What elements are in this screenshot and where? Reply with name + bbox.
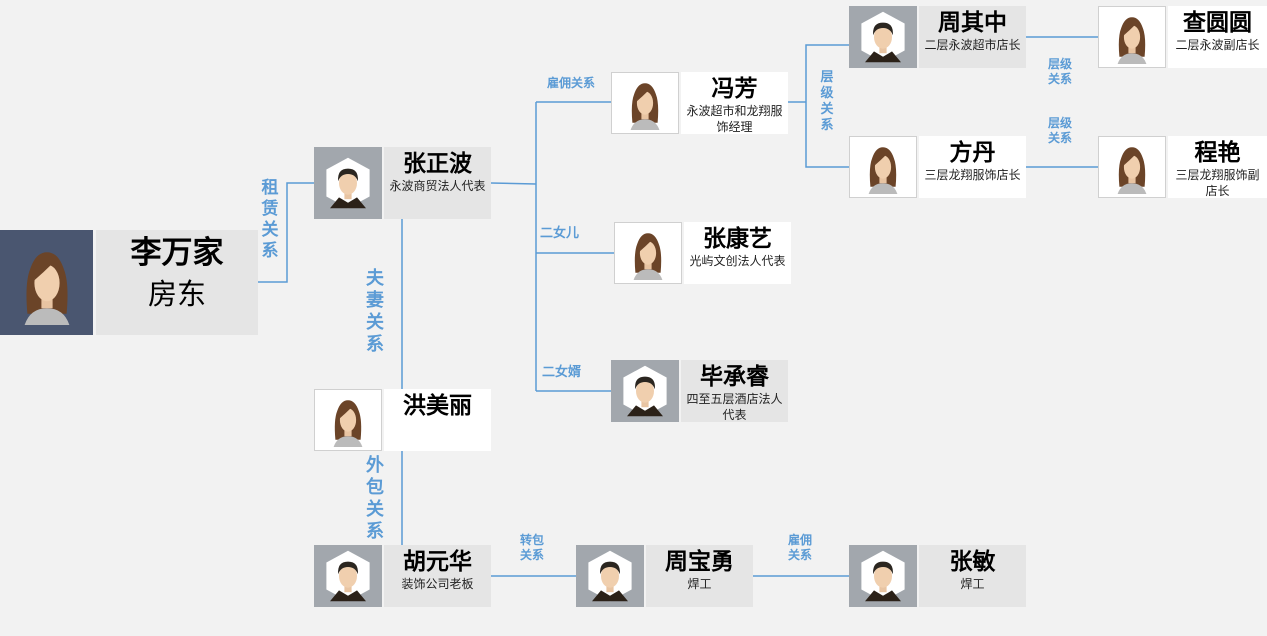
male-avatar-icon xyxy=(618,362,672,420)
person-role: 焊工 xyxy=(687,577,712,591)
person-name: 方丹 xyxy=(949,140,996,166)
avatar xyxy=(849,136,917,198)
female-avatar-icon xyxy=(1105,138,1159,196)
person-card-zhang-min[interactable]: 张敏焊工 xyxy=(849,545,1026,607)
relation-label-subcontract: 转包关系 xyxy=(519,533,544,562)
female-avatar-icon xyxy=(856,138,910,196)
person-card-bi-chengrui[interactable]: 毕承睿四至五层酒店法人代表 xyxy=(611,360,788,422)
person-role: 永波超市和龙翔服饰经理 xyxy=(686,104,783,134)
female-avatar-icon xyxy=(618,74,672,132)
male-avatar-icon xyxy=(321,153,375,213)
female-avatar-icon xyxy=(5,238,89,328)
line-level-branch xyxy=(805,44,849,168)
avatar xyxy=(849,545,917,607)
person-name: 张康艺 xyxy=(703,226,772,252)
relation-label-lease: 租赁关系 xyxy=(261,178,279,261)
relation-label-spouse: 夫妻关系 xyxy=(366,268,384,355)
male-avatar-icon xyxy=(321,547,375,605)
person-card-hong-meili[interactable]: 洪美丽 xyxy=(314,389,491,451)
person-card-li[interactable]: 李万家房东 xyxy=(0,230,258,335)
relation-label-employ: 雇佣关系 xyxy=(546,76,595,90)
avatar xyxy=(611,72,679,134)
person-role: 三层龙翔服饰副店长 xyxy=(1175,168,1260,198)
avatar xyxy=(576,545,644,607)
relation-label-son-in-law: 二女婿 xyxy=(542,365,582,380)
person-name: 胡元华 xyxy=(403,549,472,575)
female-avatar-icon xyxy=(621,224,675,282)
avatar xyxy=(849,6,917,68)
avatar xyxy=(1098,6,1166,68)
line-zhang-trunk xyxy=(490,182,537,185)
person-name: 张正波 xyxy=(403,151,472,177)
avatar xyxy=(614,222,682,284)
female-avatar-icon xyxy=(1105,8,1159,66)
person-role: 焊工 xyxy=(960,577,985,591)
person-card-hu-yuanhua[interactable]: 胡元华装饰公司老板 xyxy=(314,545,491,607)
person-card-zhou-baoyong[interactable]: 周宝勇焊工 xyxy=(576,545,753,607)
person-name: 洪美丽 xyxy=(403,393,472,419)
person-name: 李万家 xyxy=(130,235,224,271)
person-role: 二层永波副店长 xyxy=(1175,38,1260,52)
person-card-feng-fang[interactable]: 冯芳永波超市和龙翔服饰经理 xyxy=(611,72,788,134)
person-card-fang-dan[interactable]: 方丹三层龙翔服饰店长 xyxy=(849,136,1026,198)
person-role: 二层永波超市店长 xyxy=(924,38,1021,52)
person-card-zhou-qizhong[interactable]: 周其中二层永波超市店长 xyxy=(849,6,1026,68)
male-avatar-icon xyxy=(856,8,910,66)
person-role: 三层龙翔服饰店长 xyxy=(924,168,1021,182)
relation-label-daughter: 二女儿 xyxy=(540,226,580,241)
line-lease xyxy=(258,182,314,283)
male-avatar-icon xyxy=(856,547,910,605)
person-name: 张敏 xyxy=(949,549,996,575)
avatar xyxy=(314,147,382,219)
person-name: 查圆圆 xyxy=(1183,10,1252,36)
person-card-zha-yuanyuan[interactable]: 查圆圆二层永波副店长 xyxy=(1098,6,1267,68)
male-avatar-icon xyxy=(583,547,637,605)
person-name: 冯芳 xyxy=(711,76,758,102)
relation-label-employ-2: 雇佣关系 xyxy=(787,533,812,562)
avatar xyxy=(1098,136,1166,198)
person-name: 周宝勇 xyxy=(665,549,734,575)
avatar xyxy=(314,389,382,451)
person-role: 房东 xyxy=(147,277,206,311)
female-avatar-icon xyxy=(321,391,375,449)
relation-label-outsource: 外包关系 xyxy=(366,455,384,542)
person-role: 装饰公司老板 xyxy=(401,577,474,591)
relation-label-level: 层级关系 xyxy=(820,70,834,133)
person-name: 周其中 xyxy=(938,10,1007,36)
avatar xyxy=(314,545,382,607)
avatar xyxy=(0,230,93,335)
relation-label-level-2: 层级关系 xyxy=(1047,57,1072,86)
avatar xyxy=(611,360,679,422)
person-card-zhang-zhengbo[interactable]: 张正波永波商贸法人代表 xyxy=(314,147,491,219)
person-card-zhang-kangyi[interactable]: 张康艺光屿文创法人代表 xyxy=(614,222,791,284)
person-role: 永波商贸法人代表 xyxy=(389,179,486,193)
relation-label-level-3: 层级关系 xyxy=(1047,116,1072,145)
person-card-cheng-yan[interactable]: 程艳三层龙翔服饰副店长 xyxy=(1098,136,1267,198)
person-role: 光屿文创法人代表 xyxy=(689,254,786,268)
person-name: 程艳 xyxy=(1194,140,1241,166)
person-name: 毕承睿 xyxy=(700,364,769,390)
person-role: 四至五层酒店法人代表 xyxy=(686,392,783,422)
